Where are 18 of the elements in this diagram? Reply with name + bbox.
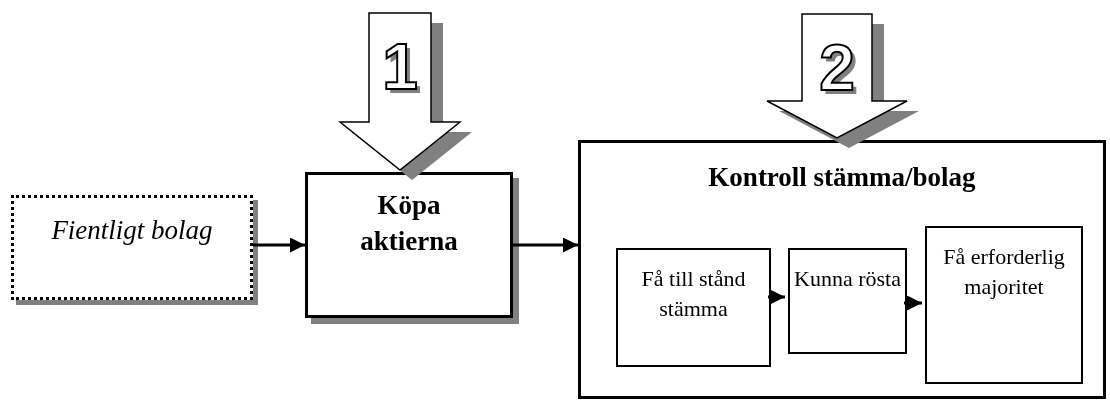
box-label: Kunna rösta: [793, 265, 902, 293]
process-box: [616, 248, 771, 367]
box-label: Köpa aktierna: [359, 189, 459, 258]
edge-label: 2: [819, 36, 855, 100]
block-arrow: [337, 12, 472, 180]
box-label: Få erforderlig majoritet: [942, 243, 1066, 301]
process-box: [925, 226, 1083, 384]
process-box: [788, 248, 907, 354]
arrow: [768, 289, 785, 305]
box-label: Fientligt bolag: [51, 214, 213, 247]
edge-label: 1: [382, 35, 418, 99]
box-label: Få till stånd stämma: [640, 265, 747, 323]
block-arrow: [766, 13, 919, 148]
arrow: [253, 237, 305, 253]
arrow: [513, 237, 578, 253]
group-frame: [578, 140, 1106, 399]
arrow: [904, 295, 922, 311]
group-heading: Kontroll stämma/bolag: [708, 161, 976, 194]
